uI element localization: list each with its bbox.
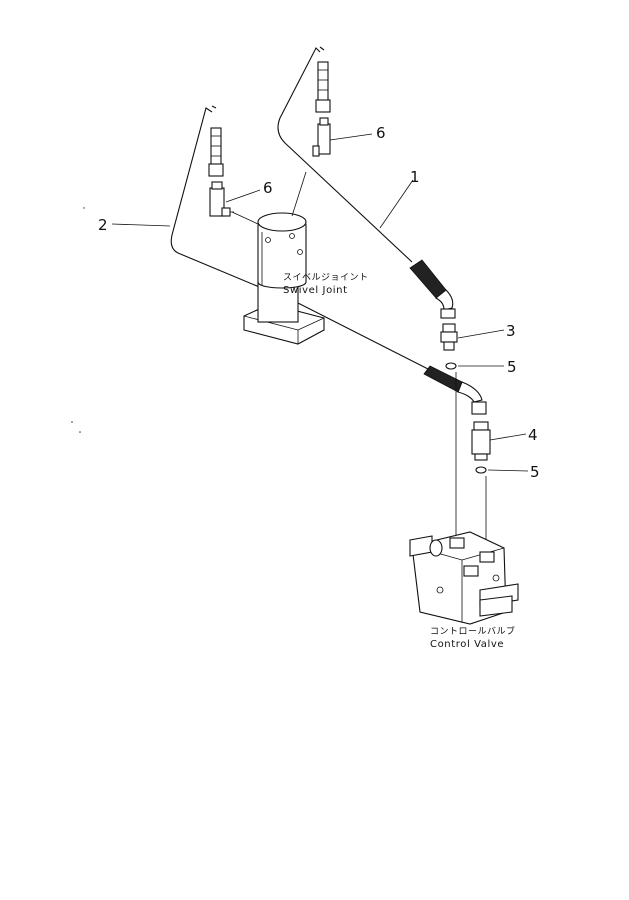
scan-speck: [79, 431, 81, 433]
callout-5-upper: 5: [507, 358, 517, 376]
hose-2: [170, 105, 431, 371]
swivel-joint-label-en: Swivel Joint: [283, 285, 348, 296]
hose-2-lower-end: [423, 365, 487, 415]
elbow-fitting-left: [209, 181, 234, 217]
o-ring-lower: [475, 466, 487, 474]
control-valve-label-jp: コントロールバルブ: [430, 625, 516, 637]
swivel-joint-label-jp: スイベルジョイント: [283, 273, 369, 283]
callout-3: 3: [506, 322, 516, 340]
swivel-joint: [243, 212, 325, 345]
control-valve: [409, 531, 519, 625]
connector-3: [440, 323, 458, 351]
o-ring-upper: [445, 362, 457, 370]
callout-5-lower: 5: [530, 463, 540, 481]
callout-2: 2: [98, 216, 108, 234]
callout-6-left: 6: [263, 179, 273, 197]
callout-1: 1: [410, 168, 420, 186]
callout-6-right: 6: [376, 124, 386, 142]
scan-speck: [83, 207, 85, 209]
scan-speck: [71, 421, 73, 423]
elbow-fitting-right: [312, 117, 331, 157]
control-valve-label-en: Control Valve: [430, 639, 504, 650]
check-valve-4: [471, 421, 491, 461]
callout-4: 4: [528, 426, 538, 444]
hose-1: [277, 46, 456, 319]
